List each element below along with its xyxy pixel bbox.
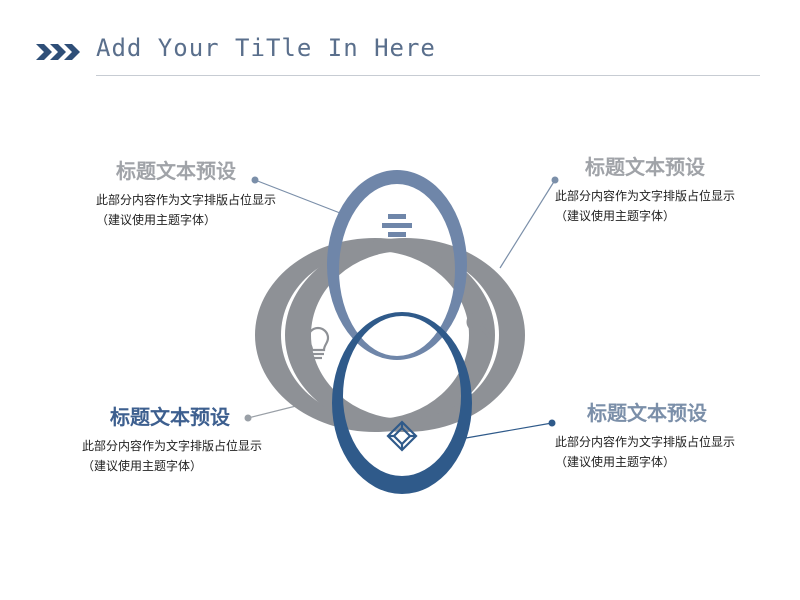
- title-divider: [96, 75, 760, 76]
- search-icon: [466, 312, 493, 340]
- list-icon: [382, 214, 412, 237]
- block-heading: 标题文本预设: [585, 155, 705, 179]
- text-block-bottom-right: 标题文本预设 此部分内容作为文字排版占位显示 （建议使用主题字体）: [555, 400, 775, 472]
- slide-header: Add Your TiTle In Here: [0, 0, 800, 80]
- block-description: 此部分内容作为文字排版占位显示 （建议使用主题字体）: [96, 190, 316, 230]
- description-line: （建议使用主题字体）: [555, 209, 676, 223]
- cube-icon: [386, 420, 418, 452]
- block-description: 此部分内容作为文字排版占位显示 （建议使用主题字体）: [82, 436, 302, 476]
- chevron-arrows-icon: [36, 44, 80, 60]
- description-line: （建议使用主题字体）: [96, 213, 217, 227]
- description-line: （建议使用主题字体）: [555, 455, 676, 469]
- text-block-bottom-left: 标题文本预设 此部分内容作为文字排版占位显示 （建议使用主题字体）: [82, 404, 302, 476]
- block-description: 此部分内容作为文字排版占位显示 （建议使用主题字体）: [555, 432, 775, 472]
- text-block-top-right: 标题文本预设 此部分内容作为文字排版占位显示 （建议使用主题字体）: [555, 154, 775, 226]
- block-heading: 标题文本预设: [587, 401, 707, 425]
- text-block-top-left: 标题文本预设 此部分内容作为文字排版占位显示 （建议使用主题字体）: [96, 158, 316, 230]
- block-heading: 标题文本预设: [116, 159, 236, 183]
- block-description: 此部分内容作为文字排版占位显示 （建议使用主题字体）: [555, 186, 775, 226]
- description-line: （建议使用主题字体）: [82, 459, 203, 473]
- description-line: 此部分内容作为文字排版占位显示: [96, 193, 277, 207]
- description-line: 此部分内容作为文字排版占位显示: [555, 189, 736, 203]
- lightbulb-icon: [306, 326, 330, 360]
- block-heading: 标题文本预设: [110, 405, 230, 429]
- connector-lines: [244, 176, 559, 439]
- page-title: Add Your TiTle In Here: [96, 34, 436, 62]
- description-line: 此部分内容作为文字排版占位显示: [82, 439, 263, 453]
- description-line: 此部分内容作为文字排版占位显示: [555, 435, 736, 449]
